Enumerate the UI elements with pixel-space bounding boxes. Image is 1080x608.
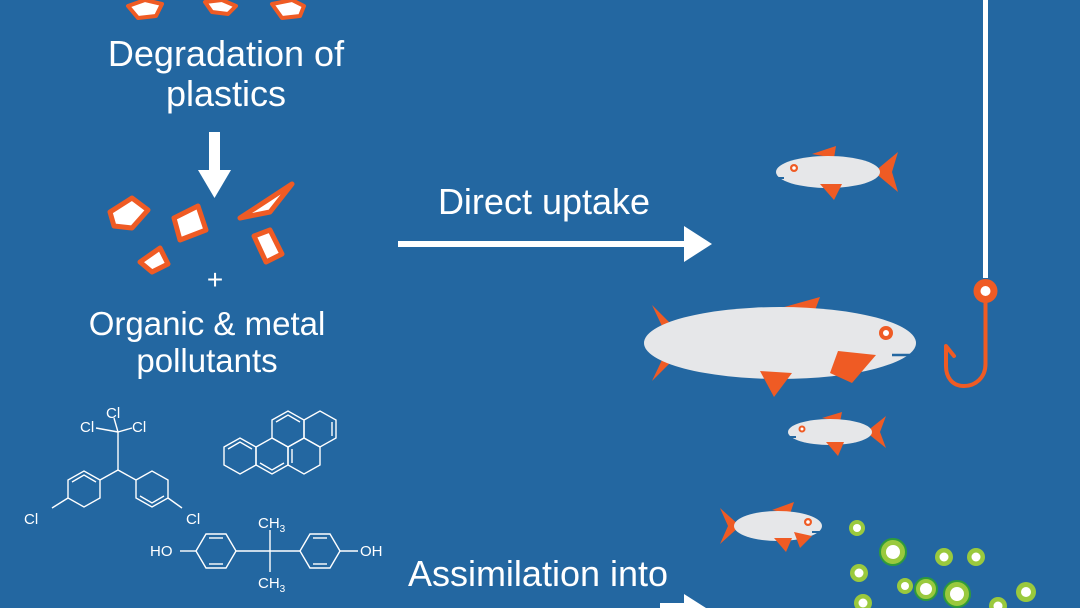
down-arrow-icon bbox=[198, 132, 231, 198]
plastic-fragment bbox=[270, 0, 306, 20]
assimilation-arrow-icon bbox=[660, 594, 706, 608]
pah-structure bbox=[223, 410, 337, 475]
plastic-fragment bbox=[203, 0, 238, 16]
chlorine-label: Cl bbox=[80, 419, 94, 436]
benzene-ring bbox=[299, 533, 341, 569]
plastic-fragments-top bbox=[126, 0, 306, 20]
algae-particles bbox=[849, 520, 1036, 608]
plastic-fragment bbox=[126, 0, 164, 20]
benzene-ring bbox=[303, 410, 337, 448]
hydroxyl-label: HO bbox=[150, 543, 173, 560]
plastic-fragment bbox=[237, 181, 295, 221]
fish-small-bottom bbox=[720, 502, 826, 552]
algae-particle bbox=[1016, 582, 1036, 602]
chlorine-label: Cl bbox=[132, 419, 146, 436]
pollutants-label: Organic & metal pollutants bbox=[72, 305, 342, 380]
plastic-fragment bbox=[251, 227, 285, 265]
algae-particle bbox=[989, 597, 1007, 608]
methyl-label: CH3 bbox=[258, 575, 286, 595]
plus-sign: + bbox=[206, 264, 224, 295]
bpa-structure bbox=[180, 530, 358, 572]
algae-particle bbox=[935, 548, 953, 566]
benzene-ring bbox=[223, 437, 257, 475]
plastic-fragment bbox=[171, 203, 209, 243]
algae-particle bbox=[850, 564, 868, 582]
plastic-fragment bbox=[107, 195, 151, 231]
benzene-ring bbox=[287, 437, 321, 475]
benzene-ring bbox=[271, 410, 305, 448]
algae-particle bbox=[943, 580, 971, 608]
methyl-label: CH3 bbox=[258, 515, 286, 535]
degradation-label: Degradation of plastics bbox=[86, 33, 366, 115]
degradation-label-line1: Degradation of bbox=[107, 33, 345, 74]
fishing-hook-icon bbox=[944, 0, 998, 388]
benzene-ring bbox=[135, 470, 169, 508]
algae-particle bbox=[897, 578, 913, 594]
pollutants-label-line1: Organic & metal bbox=[88, 305, 326, 342]
plastic-fragment bbox=[137, 245, 171, 275]
algae-particle bbox=[967, 548, 985, 566]
algae-particle bbox=[879, 538, 907, 566]
hydroxyl-label: OH bbox=[360, 543, 383, 560]
benzene-ring bbox=[67, 470, 101, 508]
benzene-ring bbox=[255, 437, 289, 475]
direct-uptake-arrow-icon bbox=[398, 226, 712, 262]
chlorine-label: Cl bbox=[186, 511, 200, 528]
pollutants-label-line2: pollutants bbox=[136, 341, 278, 379]
algae-particle bbox=[854, 594, 872, 608]
chlorine-label: Cl bbox=[106, 405, 120, 422]
degradation-label-line2: plastics bbox=[165, 73, 287, 115]
fish-large bbox=[644, 297, 916, 397]
algae-particle bbox=[914, 577, 938, 601]
direct-uptake-label: Direct uptake bbox=[437, 181, 651, 222]
fish-small-lower bbox=[784, 412, 886, 456]
microplastic-fragments bbox=[107, 181, 295, 275]
benzene-ring bbox=[195, 533, 237, 569]
fish-small-upper bbox=[766, 146, 898, 200]
assimilation-label: Assimilation into bbox=[407, 553, 669, 594]
ddt-structure bbox=[51, 417, 183, 509]
algae-particle bbox=[849, 520, 865, 536]
chlorine-label: Cl bbox=[24, 511, 38, 528]
